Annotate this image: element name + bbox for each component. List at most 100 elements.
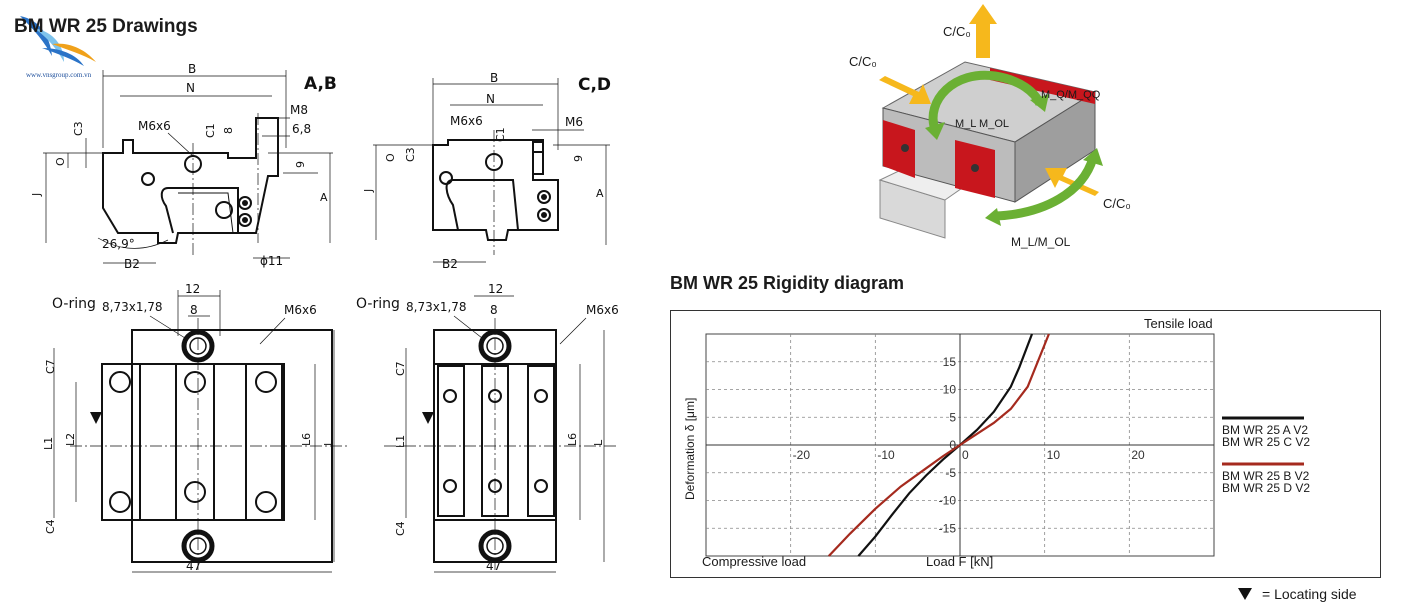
logo-swoosh-orange xyxy=(52,43,96,62)
locating-side-text: = Locating side xyxy=(1262,586,1357,602)
y-tick-label: 10 xyxy=(943,383,957,397)
dim-47-ab: 47 xyxy=(186,559,201,573)
x-tick-label: -20 xyxy=(793,448,811,462)
series-line-1 xyxy=(857,333,1034,557)
x-tick-label: -10 xyxy=(877,448,895,462)
dim-C3-cd: C3 xyxy=(404,147,417,162)
company-logo: www.vnsgroup.com.vn xyxy=(12,8,112,80)
dim-C4-ab: C4 xyxy=(44,519,57,534)
label-left: C/C₀ xyxy=(849,54,877,69)
locating-side-marker xyxy=(90,412,102,424)
dim-L2-ab: L2 xyxy=(64,433,77,446)
locating-side-note: = Locating side xyxy=(1238,586,1357,602)
dim-A: A xyxy=(320,191,328,204)
locating-side-marker-cd xyxy=(422,412,434,424)
legend-label: BM WR 25 C V2 xyxy=(1222,435,1310,449)
dim-M6x6-bottom-cd: M6x6 xyxy=(586,303,619,317)
oring-label-ab: O-ring xyxy=(52,296,96,312)
dim-L6-cd: L6 xyxy=(566,433,579,446)
x-tick-label: 0 xyxy=(962,448,969,462)
dim-B2: B2 xyxy=(124,257,140,271)
tensile-label: Tensile load xyxy=(1144,316,1213,331)
arrow-top-up xyxy=(969,4,997,58)
oring-dim-ab: 8,73x1,78 xyxy=(102,300,163,314)
y-tick-label: 0 xyxy=(949,438,956,452)
chart-frame xyxy=(670,310,1381,578)
dim-B-cd: B xyxy=(490,71,498,85)
dim-B2-cd: B2 xyxy=(442,257,458,271)
label-ml-bottom: M_L/M_OL xyxy=(1011,235,1071,249)
dim-12-cd: 12 xyxy=(488,282,503,296)
y-tick-label: -15 xyxy=(939,521,957,535)
dim-C1-cd: C1 xyxy=(494,127,507,142)
x-tick-label: 10 xyxy=(1047,448,1061,462)
dim-L1-ab: L1 xyxy=(42,437,55,450)
dim-M6-cd: M6 xyxy=(565,115,583,129)
label-ml-center: M_L M_OL xyxy=(955,118,1009,130)
dim-L6-ab: L6 xyxy=(300,433,313,446)
arrow-green-rot-2 xyxy=(994,156,1098,221)
dim-A-cd: A xyxy=(596,187,604,200)
dim-L1-cd: L1 xyxy=(394,435,407,448)
dim-angle: 26,9° xyxy=(102,237,135,251)
dim-6-8: 6,8 xyxy=(292,122,311,136)
drawing-ab-top-view: O-ring 8,73x1,78 12 8 M6x6 C7 L1 L2 L6 L… xyxy=(42,282,350,573)
dim-C7-ab: C7 xyxy=(44,359,57,374)
legend-label: BM WR 25 D V2 xyxy=(1222,481,1310,495)
logo-swoosh-blue2 xyxy=(42,48,84,66)
dim-C7-cd: C7 xyxy=(394,361,407,376)
dim-J: J xyxy=(30,193,43,197)
dim-L-cd: L xyxy=(592,439,605,446)
dim-8: 8 xyxy=(222,127,235,134)
dim-M8: M8 xyxy=(290,103,308,117)
arrow-green-rot-1 xyxy=(928,70,1045,132)
view-ab-label: A,B xyxy=(304,74,337,94)
logo-url: www.vnsgroup.com.vn xyxy=(26,71,92,79)
y-tick-label: 5 xyxy=(949,410,956,424)
rigidity-title: BM WR 25 Rigidity diagram xyxy=(670,273,905,293)
dim-9: 9 xyxy=(294,161,307,168)
dim-O-cd: O xyxy=(384,153,397,162)
end-seal-left xyxy=(883,120,915,178)
x-tick-label: 20 xyxy=(1131,448,1145,462)
dim-9-cd: 9 xyxy=(572,155,585,162)
y-axis-label: Deformation δ [μm] xyxy=(683,398,697,500)
dim-phi11: ϕ11 xyxy=(260,254,283,268)
dim-M6x6-cd: M6x6 xyxy=(450,114,483,128)
dim-C4-cd: C4 xyxy=(394,521,407,536)
dim-8-cd: 8 xyxy=(490,303,498,317)
oring-dim-cd: 8,73x1,78 xyxy=(406,300,467,314)
y-tick-label: -10 xyxy=(939,494,957,508)
dim-47-cd: 47 xyxy=(486,559,501,573)
arrow-left-in xyxy=(879,76,931,104)
dim-M6x6: M6x6 xyxy=(138,119,171,133)
label-mq: M_Q/M_QQ xyxy=(1041,89,1101,101)
label-right: C/C₀ xyxy=(1103,196,1131,211)
compressive-label: Compressive load xyxy=(702,554,806,569)
y-tick-label: 15 xyxy=(943,355,957,369)
dim-L-ab: L xyxy=(322,439,335,446)
dim-O: O xyxy=(54,157,67,166)
dim-C3: C3 xyxy=(72,121,85,136)
view-cd-label: C,D xyxy=(578,75,611,95)
dim-N-cd: N xyxy=(486,92,495,106)
end-seal-top xyxy=(990,68,1095,104)
load-directions-figure: C/C₀ C/C₀ M_Q/M_QQ M_L M_OL C/C₀ M_L/M_O… xyxy=(849,4,1131,249)
legend-label: BM WR 25 A V2 xyxy=(1222,423,1308,437)
drawings-title: BM WR 25 Drawings xyxy=(14,16,198,37)
x-axis-label: Load F [kN] xyxy=(926,554,993,569)
drawing-ab-end-view: B N A,B M8 6,8 M6x6 C1 8 C3 O J A 9 26,9… xyxy=(30,62,337,271)
dim-N: N xyxy=(186,81,195,95)
series-line-2 xyxy=(828,333,1050,557)
dim-M6x6-bottom-ab: M6x6 xyxy=(284,303,317,317)
legend-label: BM WR 25 B V2 xyxy=(1222,469,1310,483)
arrow-right-in xyxy=(1045,168,1099,196)
dim-C1: C1 xyxy=(204,123,217,138)
dim-B: B xyxy=(188,62,196,76)
dim-J-cd: J xyxy=(362,189,375,193)
dim-8-ab: 8 xyxy=(190,303,198,317)
oring-label-cd: O-ring xyxy=(356,296,400,312)
triangle-down-icon xyxy=(1238,588,1252,600)
label-top: C/C₀ xyxy=(943,24,971,39)
